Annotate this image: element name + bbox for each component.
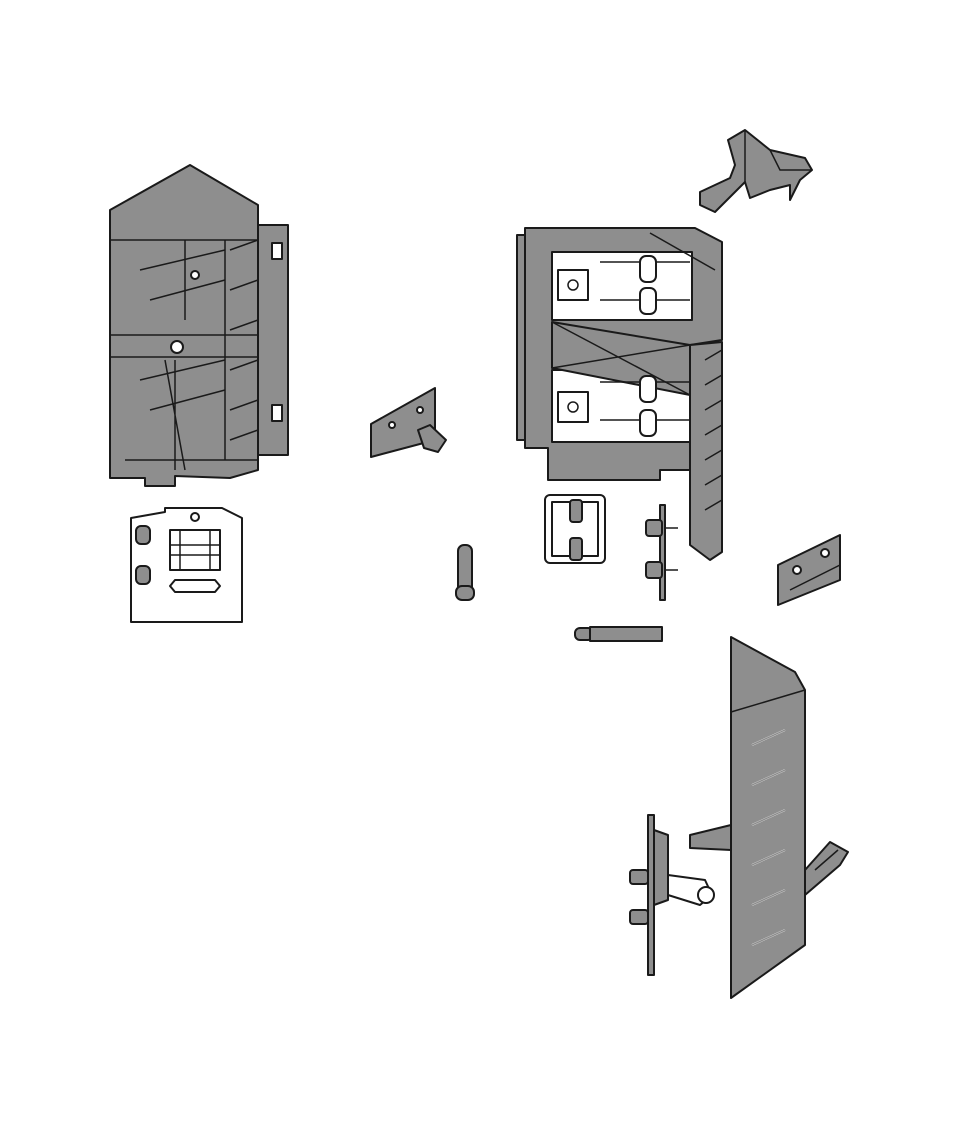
top-cap bbox=[699, 129, 813, 213]
right-bracket bbox=[777, 534, 841, 606]
side-panel bbox=[730, 636, 806, 999]
support-arm bbox=[804, 841, 849, 896]
left-corner-housing bbox=[109, 164, 289, 487]
vertical-dowel bbox=[455, 544, 475, 601]
screw-plate bbox=[645, 504, 678, 601]
clip-plate bbox=[544, 494, 606, 564]
left-mounting-plate bbox=[130, 507, 243, 623]
right-corner-housing bbox=[516, 227, 723, 561]
hinge-mechanism bbox=[629, 814, 732, 976]
small-bracket bbox=[370, 387, 447, 458]
horizontal-dowel bbox=[574, 626, 663, 642]
